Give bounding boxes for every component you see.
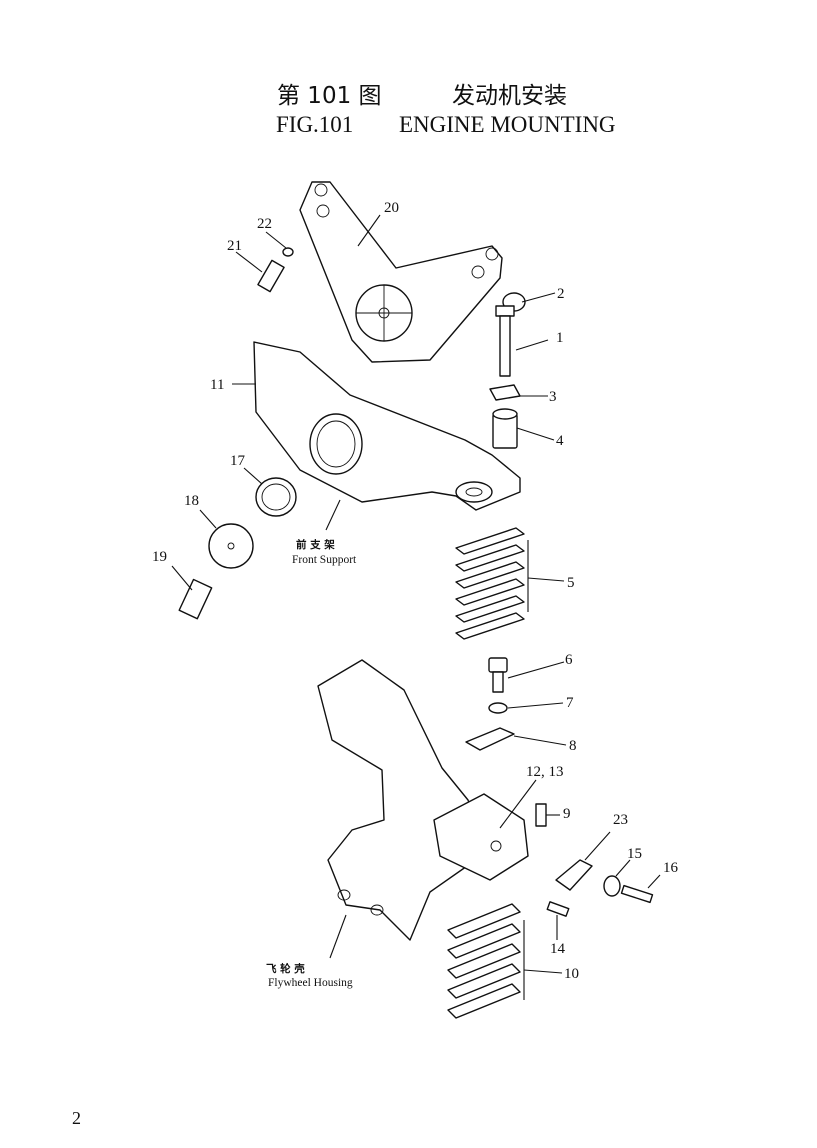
callout-7: 7	[566, 695, 574, 711]
callout-22: 22	[257, 216, 272, 232]
part-15-washer	[603, 875, 621, 897]
part-17-ring	[255, 477, 297, 517]
callout-14: 14	[550, 941, 566, 957]
part-6-bolt	[488, 657, 508, 693]
callout-1: 1	[556, 330, 564, 346]
part-23-plate	[555, 859, 593, 891]
callout-4: 4	[556, 433, 564, 449]
callout-19: 19	[152, 549, 167, 565]
callout-12-13: 12, 13	[526, 764, 564, 780]
callout-15: 15	[627, 846, 642, 862]
callout-21: 21	[227, 238, 242, 254]
part-1-bolt	[495, 305, 515, 377]
part-21-bolt	[257, 259, 285, 293]
part-20-engine-bracket	[299, 181, 503, 363]
page-number: 2	[72, 1108, 81, 1128]
part-8-plate	[465, 727, 515, 751]
part-11-front-support	[253, 341, 521, 511]
callout-17: 17	[230, 453, 246, 469]
part-9-bolt	[535, 803, 547, 827]
figure-number-en: FIG.101	[276, 112, 354, 137]
front-support-label-cn: 前 支 架	[296, 538, 335, 551]
callout-18: 18	[184, 493, 199, 509]
figure-title-cn: 发动机安装	[452, 83, 567, 109]
part-7-washer	[488, 702, 508, 714]
callout-11: 11	[210, 377, 224, 393]
part-18-washer	[208, 523, 254, 569]
figure-number-cn: 第 101 图	[277, 83, 382, 109]
part-14-pin	[546, 901, 570, 917]
part-16-bolt	[620, 884, 654, 904]
callout-10: 10	[564, 966, 579, 982]
callout-5: 5	[567, 575, 575, 591]
callout-9: 9	[563, 806, 571, 822]
part-5-shim-stack	[455, 527, 529, 640]
callout-2: 2	[557, 286, 565, 302]
flywheel-housing-label-cn: 飞 轮 壳	[266, 962, 305, 975]
part-4-spacer	[492, 408, 518, 449]
callout-23: 23	[613, 812, 628, 828]
front-support-label-en: Front Support	[292, 554, 357, 566]
callout-20: 20	[384, 200, 399, 216]
flywheel-housing-label-en: Flywheel Housing	[268, 977, 353, 989]
figure-title-en: ENGINE MOUNTING	[399, 112, 616, 137]
part-22-washer	[282, 247, 294, 257]
callout-8: 8	[569, 738, 577, 754]
part-3-plate	[489, 384, 521, 401]
flywheel-housing	[317, 659, 481, 941]
part-12-13-bracket	[433, 793, 529, 881]
callout-3: 3	[549, 389, 557, 405]
leader-lines	[171, 214, 661, 974]
callout-6: 6	[565, 652, 573, 668]
part-10-shim-stack	[447, 903, 525, 1019]
callout-16: 16	[663, 860, 679, 876]
part-19-bolt	[178, 578, 213, 620]
